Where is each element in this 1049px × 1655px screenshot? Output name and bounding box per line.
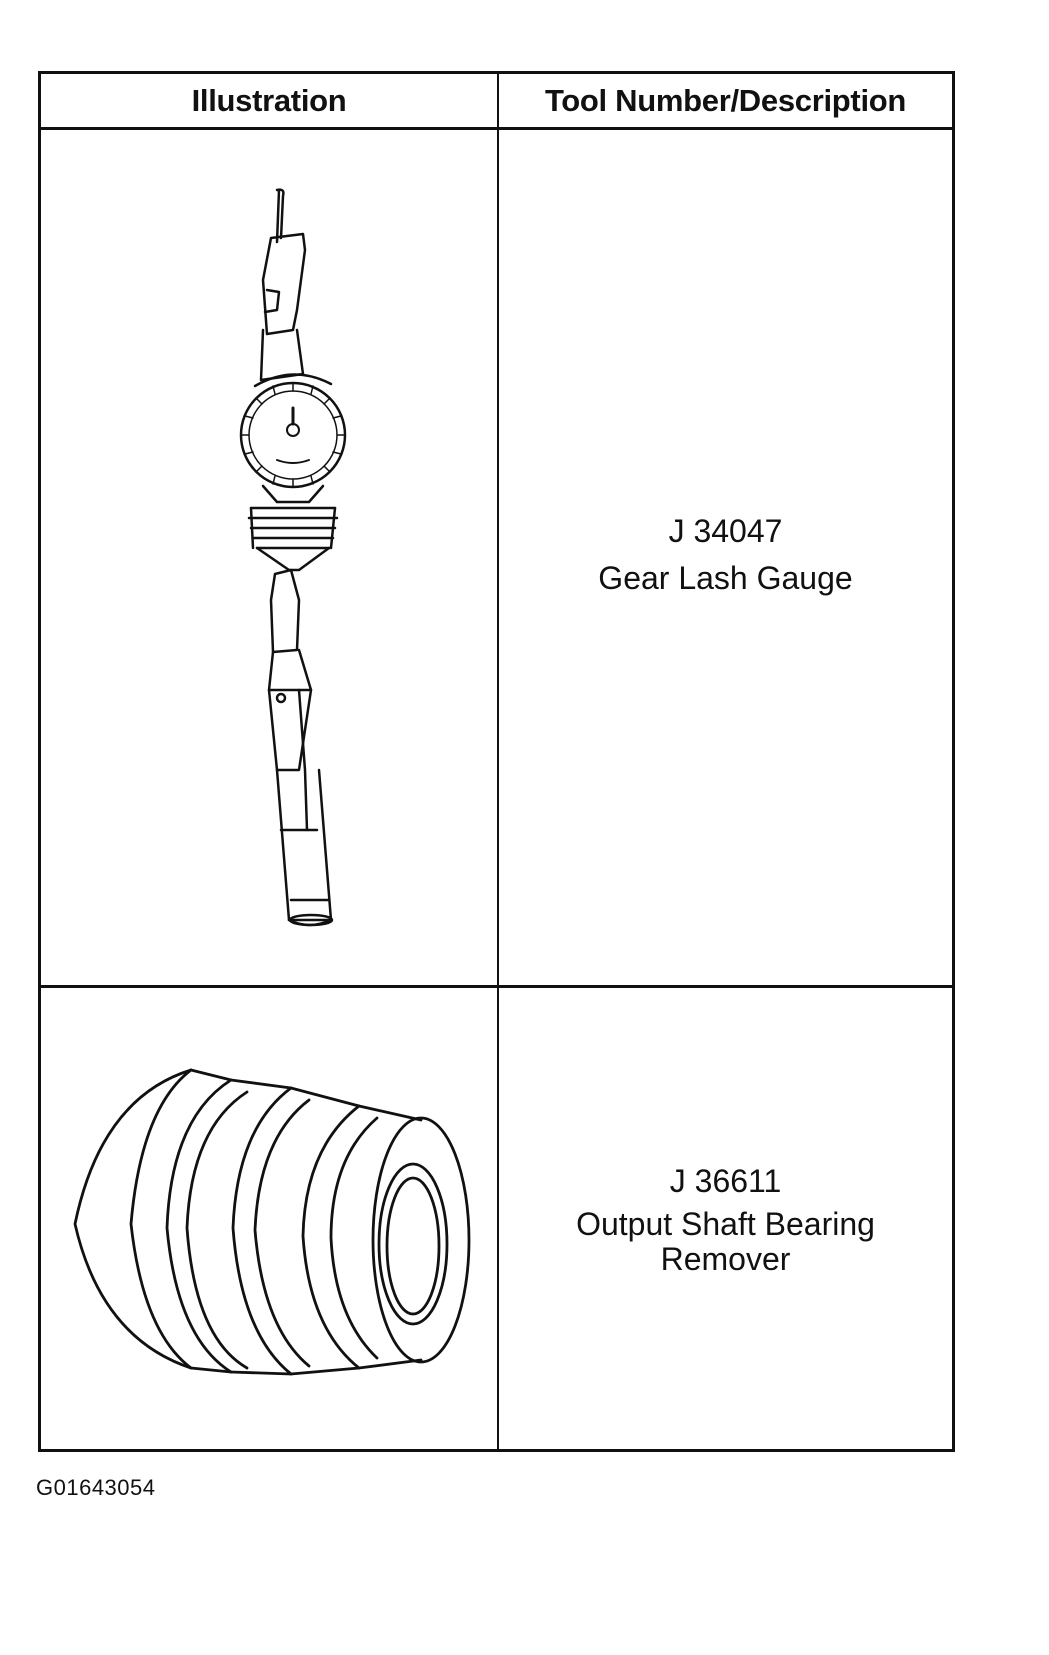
header-divider: [41, 127, 952, 130]
tool-number: J 34047: [668, 513, 783, 549]
column-divider: [497, 74, 499, 1449]
row-divider: [41, 985, 952, 988]
tool-description-1: J 34047 Gear Lash Gauge: [499, 513, 952, 597]
tool-table: Illustration Tool Number/Description: [38, 71, 955, 1452]
tool-name-line-1: Output Shaft Bearing: [576, 1206, 875, 1243]
tool-name: Gear Lash Gauge: [598, 560, 853, 597]
bearing-remover-icon: [73, 1068, 471, 1376]
header-tool-description: Tool Number/Description: [544, 82, 907, 118]
tool-description-2: J 36611 Output Shaft Bearing Remover: [499, 1163, 952, 1278]
header-illustration: Illustration: [191, 82, 347, 118]
tool-number: J 36611: [669, 1163, 782, 1199]
gear-lash-gauge-icon: [239, 188, 347, 927]
figure-id: G01643054: [36, 1475, 156, 1500]
tool-name-line-2: Remover: [660, 1241, 791, 1278]
